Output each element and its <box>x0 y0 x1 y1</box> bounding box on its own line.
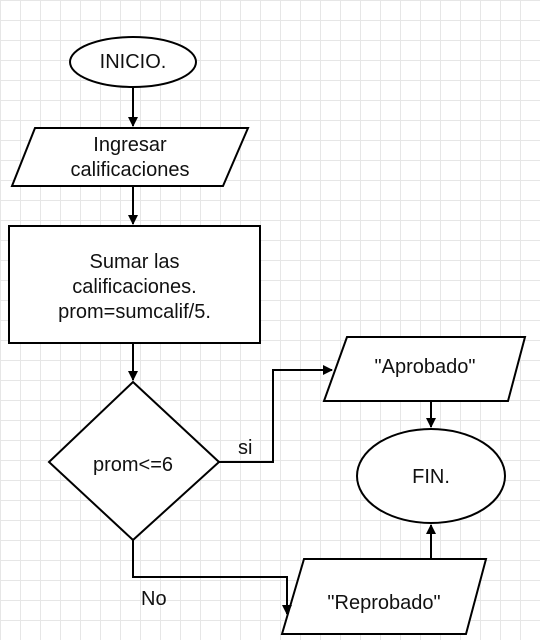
process-label: Sumar las calificaciones. prom=sumcalif/… <box>58 250 211 323</box>
process-box-shape <box>8 225 261 344</box>
arrow-decision-yes-to-aprobado <box>219 365 333 463</box>
arrow-decision-no-to-reprobado <box>132 540 292 615</box>
input-parallelogram-shape <box>10 127 250 187</box>
edge-label-si: si <box>238 437 253 459</box>
edge-label-no: No <box>141 588 167 610</box>
output-aprobado-shape <box>322 336 527 402</box>
output-reprobado-label: "Reprobado" <box>327 591 441 614</box>
decision-label: prom<=6 <box>92 453 174 476</box>
output-aprobado-label: "Aprobado" <box>374 355 476 378</box>
end-label: FIN. <box>412 465 450 488</box>
end-terminal-shape <box>356 428 506 524</box>
input-label: Ingresar calificaciones <box>70 134 190 181</box>
start-label: INICIO. <box>99 50 167 73</box>
